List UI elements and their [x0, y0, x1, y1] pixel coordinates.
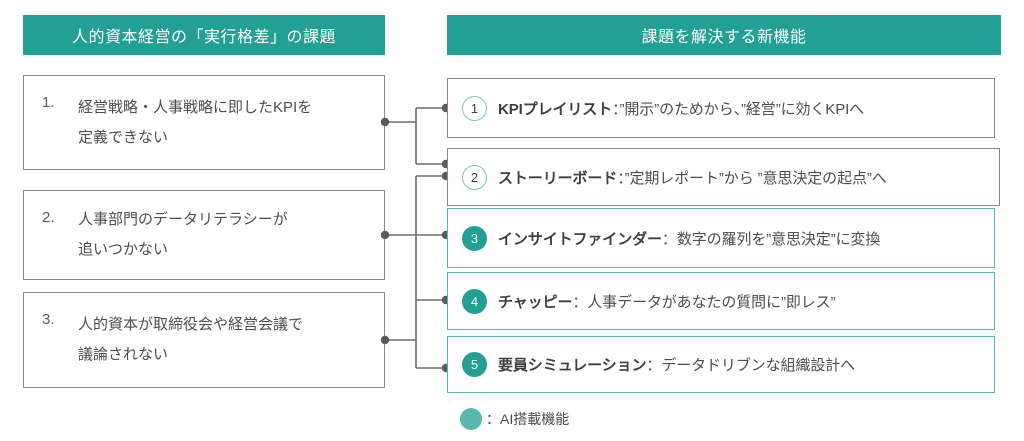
feature-name-5: 要員シミュレーション [498, 357, 647, 374]
problem-number-1: 1. [42, 94, 55, 111]
feature-badge-4: 4 [462, 288, 487, 314]
feature-sep-3: ： [661, 230, 677, 248]
feature-desc-3: 数字の羅列を”意思決定”に変換 [676, 230, 881, 248]
header-features: 課題を解決する新機能 [447, 15, 1001, 55]
header-problems: 人的資本経営の「実行格差」の課題 [23, 15, 385, 55]
ai-filled-circle-icon [460, 408, 482, 430]
problem-box-1[interactable]: 1. 経営戦略・人事戦略に即したKPIを 定義できない [23, 75, 385, 170]
problem-number-2: 2. [42, 209, 55, 226]
problem-text-3: 人的資本が取締役会や経営会議で 議論されない [78, 316, 304, 363]
feature-box-1[interactable]: 1 KPIプレイリスト：”開示”のためから、”経営”に効くKPIへ [447, 78, 995, 138]
feature-desc-1: ”開示”のためから、”経営”に効くKPIへ [619, 100, 865, 118]
feature-text-4: チャッピー：人事データがあなたの質問に”即レス” [498, 291, 836, 312]
feature-text-5: 要員シミュレーション：データドリブンな組織設計へ [498, 354, 855, 375]
feature-text-1: KPIプレイリスト：”開示”のためから、”経営”に効くKPIへ [498, 98, 864, 119]
feature-desc-4: 人事データがあなたの質問に”即レス” [587, 293, 836, 311]
feature-badge-1: 1 [462, 95, 487, 121]
feature-badge-2: 2 [462, 164, 487, 190]
legend-label: ：AI搭載機能 [486, 411, 570, 427]
feature-text-3: インサイトファインダー：数字の羅列を”意思決定”に変換 [498, 228, 880, 249]
problem-box-2[interactable]: 2. 人事部門のデータリテラシーが 追いつかない [23, 190, 385, 280]
feature-name-1: KPIプレイリスト [498, 100, 613, 118]
feature-sep-4: ： [572, 293, 588, 311]
feature-box-5[interactable]: 5 要員シミュレーション：データドリブンな組織設計へ [447, 336, 995, 393]
header-features-label: 課題を解決する新機能 [641, 29, 807, 46]
feature-badge-3: 3 [462, 225, 487, 251]
feature-sep-2: ： [617, 169, 625, 187]
feature-box-3[interactable]: 3 インサイトファインダー：数字の羅列を”意思決定”に変換 [447, 208, 995, 268]
feature-desc-5: データドリブンな組織設計へ [661, 357, 856, 374]
feature-box-4[interactable]: 4 チャッピー：人事データがあなたの質問に”即レス” [447, 272, 995, 330]
problem-text-1: 経営戦略・人事戦略に即したKPIを 定義できない [78, 98, 313, 146]
feature-sep-1: ： [612, 100, 620, 118]
problem-text-2: 人事部門のデータリテラシーが 追いつかない [78, 211, 288, 258]
feature-desc-2: ”定期レポート”から ”意思決定の起点”へ [624, 169, 887, 187]
legend: ：AI搭載機能 [460, 408, 569, 430]
header-problems-label: 人的資本経営の「実行格差」の課題 [71, 29, 336, 46]
problem-box-3[interactable]: 3. 人的資本が取締役会や経営会議で 議論されない [23, 292, 385, 388]
feature-text-2: ストーリーボード：”定期レポート”から ”意思決定の起点”へ [498, 167, 887, 188]
feature-name-4: チャッピー [498, 293, 573, 311]
feature-name-2: ストーリーボード [498, 169, 618, 187]
connector-dots [380, 103, 451, 373]
feature-name-3: インサイトファインダー [498, 230, 662, 248]
feature-box-2[interactable]: 2 ストーリーボード：”定期レポート”から ”意思決定の起点”へ [447, 148, 1000, 206]
problem-number-3: 3. [42, 311, 55, 328]
feature-badge-5: 5 [462, 352, 487, 377]
feature-sep-5: ： [646, 357, 662, 374]
